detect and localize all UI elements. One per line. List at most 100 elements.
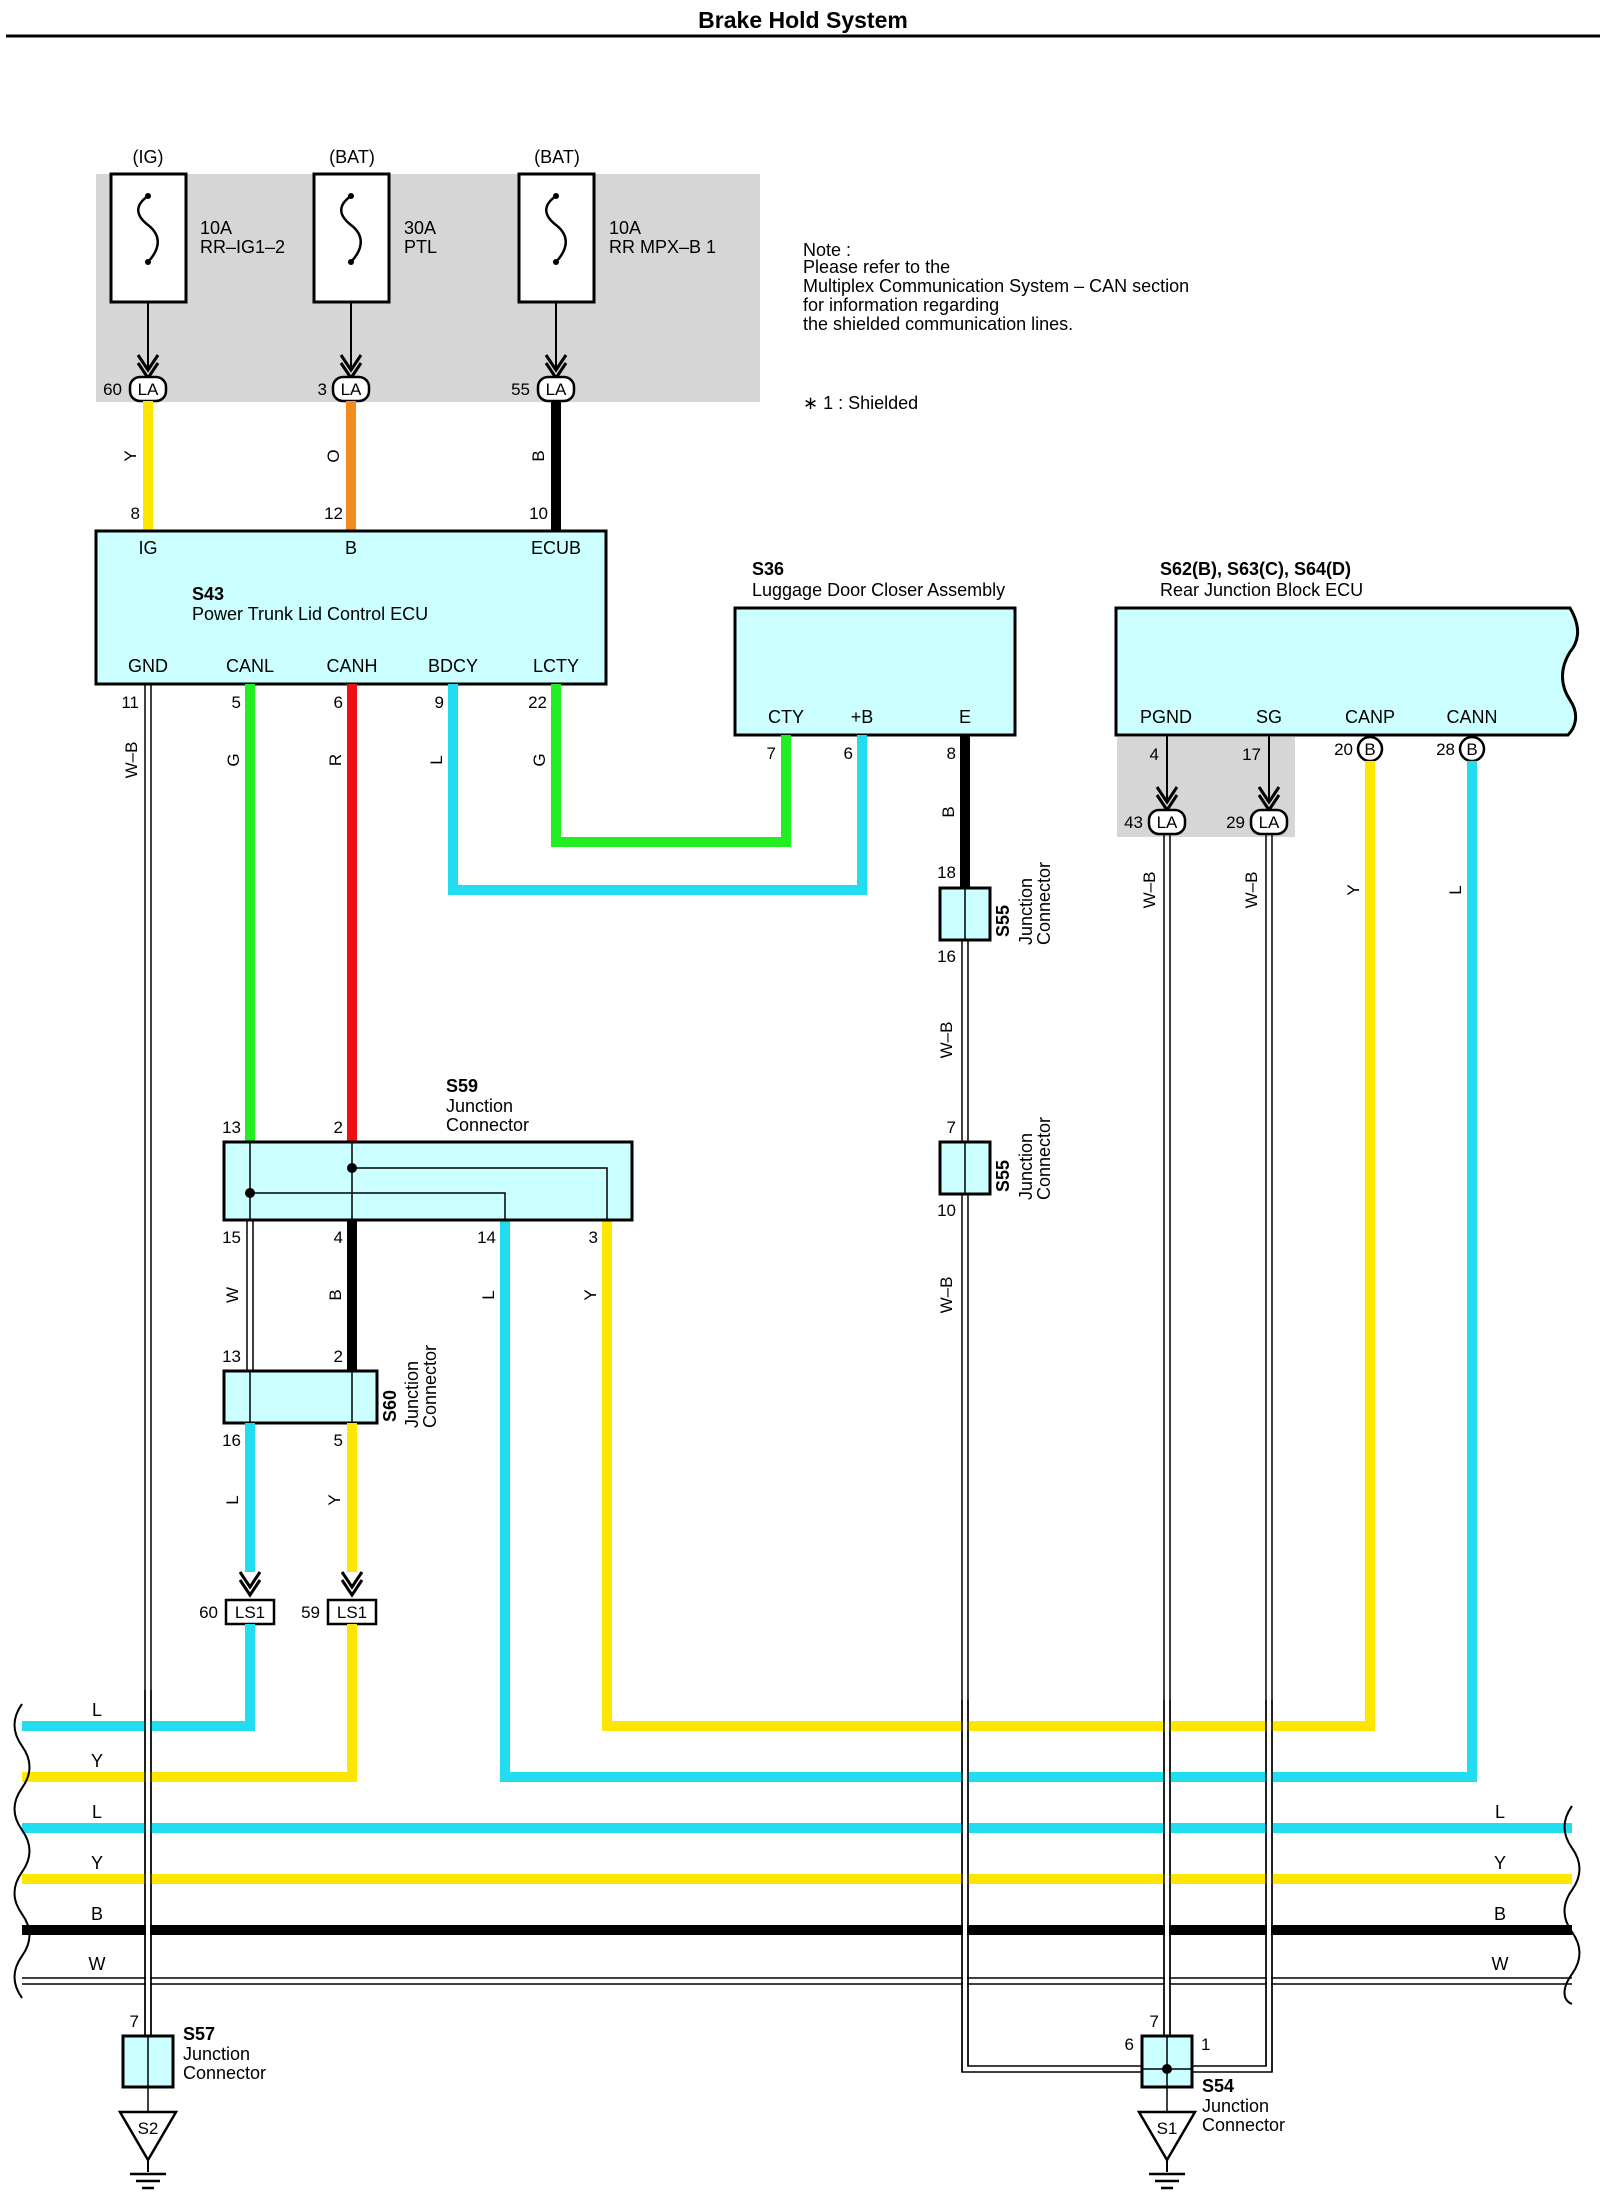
ground-label: S2 bbox=[138, 2119, 159, 2138]
note-block: Note : Please refer to the Multiplex Com… bbox=[803, 240, 1189, 413]
wire-color-label: Y bbox=[581, 1289, 600, 1300]
fuse-terminal bbox=[145, 259, 151, 265]
fuse-terminal bbox=[553, 259, 559, 265]
fuse-rr-ig1-2: (IG) 10A RR–IG1–2 bbox=[109, 147, 285, 304]
connector-code: LA bbox=[546, 380, 567, 399]
s59-junction-connector: S59 Junction Connector bbox=[222, 1076, 634, 1222]
pin-number: 16 bbox=[937, 947, 956, 966]
component-name: Connector bbox=[1034, 862, 1054, 945]
fuse-name: RR–IG1–2 bbox=[200, 237, 285, 257]
fuse-terminal bbox=[348, 193, 354, 199]
wire-g-lcty-cty bbox=[551, 684, 791, 847]
bus-label: Y bbox=[91, 1751, 103, 1771]
la-connector-3: LA 3 bbox=[318, 375, 371, 403]
pin-number: 6 bbox=[1125, 2035, 1134, 2054]
wire-color-label: W–B bbox=[1242, 872, 1261, 909]
wire-color-label: Y bbox=[121, 450, 140, 461]
pin-number: 13 bbox=[222, 1347, 241, 1366]
terminal-label: ECUB bbox=[531, 538, 581, 558]
terminal-label: +B bbox=[851, 707, 874, 727]
connector-code: LA bbox=[138, 380, 159, 399]
bus-label: Y bbox=[91, 1853, 103, 1873]
component-name: Junction bbox=[402, 1361, 422, 1428]
fuse-icon bbox=[545, 194, 567, 263]
terminal-label: LCTY bbox=[533, 656, 579, 676]
note-line: the shielded communication lines. bbox=[803, 314, 1073, 334]
pin-number: 15 bbox=[222, 1228, 241, 1247]
break-line-left bbox=[13, 1703, 31, 1999]
fuse-amp: 10A bbox=[609, 218, 641, 238]
shield-legend: ∗ 1 : Shielded bbox=[803, 393, 918, 413]
pin-number: 6 bbox=[334, 693, 343, 712]
terminal-label: PGND bbox=[1140, 707, 1192, 727]
note-line: for information regarding bbox=[803, 295, 999, 315]
connector-code: LS1 bbox=[235, 1603, 265, 1622]
terminal-label: GND bbox=[128, 656, 168, 676]
wire-color-label: G bbox=[224, 753, 243, 766]
pin-number: 4 bbox=[334, 1228, 343, 1247]
component-name: Connector bbox=[1034, 1117, 1054, 1200]
terminal-label: CANH bbox=[326, 656, 377, 676]
pin-number: 4 bbox=[1150, 745, 1159, 764]
pin-number: 18 bbox=[937, 863, 956, 882]
wire-color-label: L bbox=[427, 755, 446, 764]
component-id: S55 bbox=[993, 1160, 1013, 1192]
pin-number: 14 bbox=[477, 1228, 496, 1247]
component-box bbox=[733, 606, 1017, 737]
component-id: S43 bbox=[192, 584, 224, 604]
wire-y-ls1 bbox=[22, 1624, 357, 1782]
pin-number: 13 bbox=[222, 1118, 241, 1137]
pin-number: 5 bbox=[232, 693, 241, 712]
pin-number: 7 bbox=[947, 1118, 956, 1137]
s36-luggage-door-closer: S36 Luggage Door Closer Assembly CTY +B … bbox=[733, 559, 1017, 737]
junction-box bbox=[222, 1140, 634, 1222]
pin-number: 6 bbox=[844, 744, 853, 763]
bus-label: W bbox=[1492, 1954, 1509, 1974]
bus-label: L bbox=[92, 1700, 102, 1720]
bus-label: Y bbox=[1494, 1853, 1506, 1873]
wire-color-label: R bbox=[326, 754, 345, 766]
connector-code: LA bbox=[341, 380, 362, 399]
wire-l-cann bbox=[500, 761, 1477, 1782]
pin-number: 12 bbox=[324, 504, 343, 523]
wire-color-label: O bbox=[324, 449, 343, 462]
component-name: Power Trunk Lid Control ECU bbox=[192, 604, 428, 624]
pin-number: 1 bbox=[1201, 2035, 1210, 2054]
pin-number: 10 bbox=[937, 1201, 956, 1220]
la-connector-55: LA 55 bbox=[511, 375, 576, 403]
component-id: S54 bbox=[1202, 2076, 1234, 2096]
junction-dot bbox=[347, 1163, 357, 1173]
wire-y-canp bbox=[602, 761, 1375, 1731]
wire-l-bdcy-b bbox=[448, 684, 867, 895]
pin-number: 43 bbox=[1124, 813, 1143, 832]
component-id: S60 bbox=[380, 1390, 400, 1422]
chevron-down-icon bbox=[340, 1571, 364, 1598]
bus-label: B bbox=[1494, 1904, 1506, 1924]
component-id: S55 bbox=[993, 905, 1013, 937]
wire-color-label: L bbox=[479, 1290, 498, 1299]
pin-number: 9 bbox=[435, 693, 444, 712]
wire-color-label: L bbox=[223, 1495, 242, 1504]
connector-code: LS1 bbox=[337, 1603, 367, 1622]
connector-code: B bbox=[1364, 740, 1375, 759]
pin-number: 2 bbox=[334, 1118, 343, 1137]
junction-box bbox=[222, 1369, 379, 1425]
fuse-amp: 30A bbox=[404, 218, 436, 238]
fuse-source: (IG) bbox=[133, 147, 164, 167]
wire-color-label: W–B bbox=[122, 742, 141, 779]
fuse-icon bbox=[137, 194, 159, 263]
note-line: Please refer to the bbox=[803, 257, 950, 277]
wire-wb-sg bbox=[1190, 834, 1273, 2073]
fuse-terminal bbox=[145, 193, 151, 199]
la-connector-29: LA 29 bbox=[1226, 808, 1289, 836]
wire-color-label: G bbox=[530, 753, 549, 766]
connector-code: LA bbox=[1157, 813, 1178, 832]
pin-number: 60 bbox=[103, 380, 122, 399]
fuse-icon bbox=[340, 194, 362, 263]
fuse-terminal bbox=[553, 193, 559, 199]
component-name: Rear Junction Block ECU bbox=[1160, 580, 1363, 600]
wire-color-label: W–B bbox=[1140, 872, 1159, 909]
component-id: S62(B), S63(C), S64(D) bbox=[1160, 559, 1351, 579]
note-line: Note : bbox=[803, 240, 851, 260]
rear-junction-block-ecu: S62(B), S63(C), S64(D) Rear Junction Blo… bbox=[1114, 559, 1579, 737]
